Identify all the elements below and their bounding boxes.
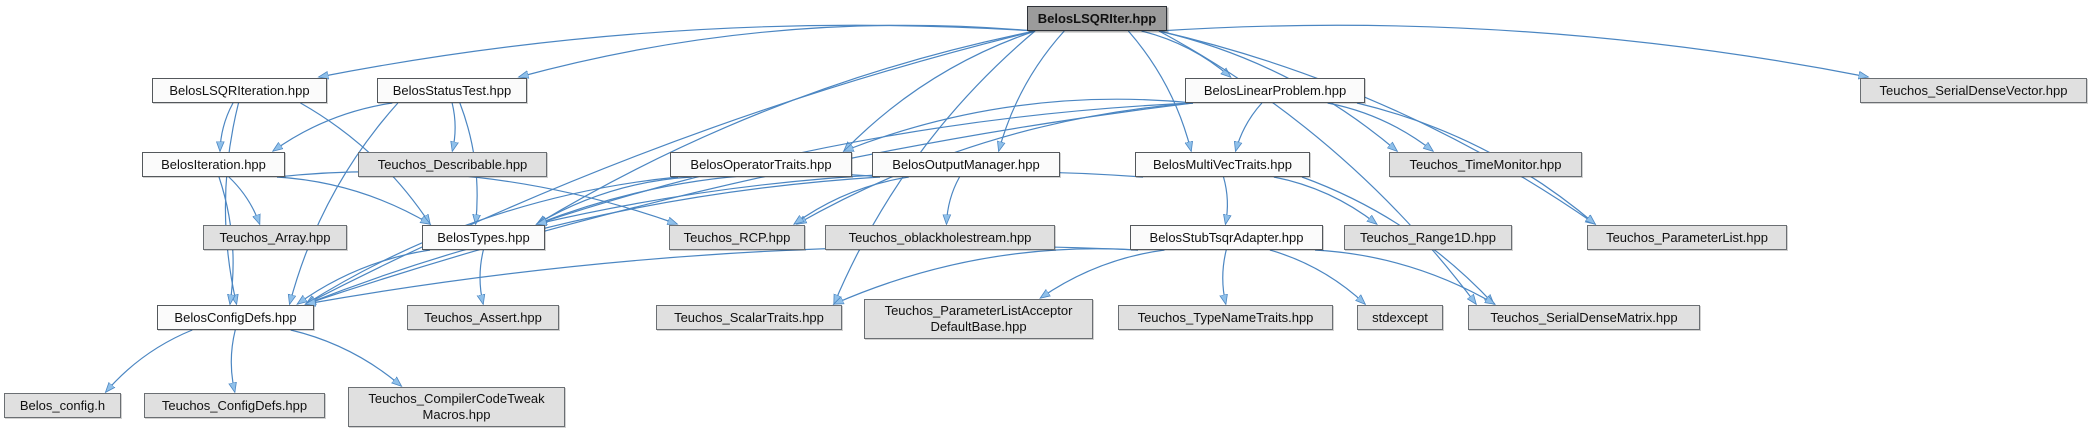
graph-node-belosstatustest-hpp[interactable]: BelosStatusTest.hpp [377,78,527,103]
include-edge-n3-n12 [537,102,1194,224]
include-edge-r-n12 [537,30,1036,224]
include-edge-n1-n18 [224,102,240,304]
include-edge-n15-n23 [1269,249,1365,304]
include-edge-r-n7 [844,30,1036,151]
include-edge-n15-n18 [306,245,1139,304]
include-edge-n12-n18 [298,249,431,304]
include-edge-r-n1 [319,24,1036,77]
graph-node-teuchos-configdefs-hpp: Teuchos_ConfigDefs.hpp [144,393,325,418]
graph-node-belosoutputmanager-hpp[interactable]: BelosOutputManager.hpp [872,152,1060,177]
include-edge-r-n4 [1158,24,1868,77]
include-edge-n9-n15 [1222,176,1228,224]
include-edge-n15-n20 [834,248,1139,304]
include-edge-r-n8 [999,30,1065,151]
include-edge-n2-n5 [273,102,393,151]
graph-node-belos-config-h: Belos_config.h [4,393,121,418]
include-edge-r-n3 [1141,30,1231,77]
graph-node-belostypes-hpp[interactable]: BelosTypes.hpp [422,225,545,250]
include-edge-n15-n24 [1314,249,1495,304]
include-edge-n2-n6 [452,102,455,151]
include-edge-n18-n27 [290,329,402,386]
include-edge-n5-n11 [228,176,260,224]
graph-node-teuchos-rcp-hpp: Teuchos_RCP.hpp [669,225,805,250]
include-edge-r-n10 [1158,30,1397,151]
include-edge-n8-n18 [306,176,881,304]
graph-node-teuchos-describable-hpp: Teuchos_Describable.hpp [358,152,547,177]
include-edge-r-n2 [519,24,1036,77]
include-edge-n3-n7 [844,98,1194,151]
graph-node-belosconfigdefs-hpp[interactable]: BelosConfigDefs.hpp [157,305,314,330]
graph-node-teuchos-parameterlistacceptor-defaultbase-hpp: Teuchos_ParameterListAcceptor DefaultBas… [864,299,1093,339]
include-edge-n1-n5 [220,102,234,151]
include-edge-r-n24 [1158,30,1476,304]
graph-node-teuchos-timemonitor-hpp: Teuchos_TimeMonitor.hpp [1389,152,1582,177]
include-edge-r-n17 [1158,30,1595,224]
graph-node-beloslinearproblem-hpp[interactable]: BelosLinearProblem.hpp [1185,78,1365,103]
include-edge-n8-n14 [947,176,961,224]
graph-node-teuchos-typenametraits-hpp: Teuchos_TypeNameTraits.hpp [1118,305,1333,330]
graph-node-teuchos-array-hpp: Teuchos_Array.hpp [203,225,347,250]
include-edge-n3-n10 [1327,102,1433,151]
graph-node-teuchos-serialdensevector-hpp: Teuchos_SerialDenseVector.hpp [1860,78,2087,103]
graph-root-node-beloslsqriter-hpp: BelosLSQRIter.hpp [1027,6,1167,31]
include-edge-n7-n12 [537,176,692,224]
graph-node-belosmultivectraits-hpp[interactable]: BelosMultiVecTraits.hpp [1135,152,1310,177]
graph-node-teuchos-parameterlist-hpp: Teuchos_ParameterList.hpp [1587,225,1787,250]
include-edge-n18-n25 [106,329,193,392]
include-edge-n15-n21 [1041,249,1165,298]
graph-node-belosstubtsqradapter-hpp[interactable]: BelosStubTsqrAdapter.hpp [1130,225,1323,250]
graph-node-stdexcept: stdexcept [1357,305,1443,330]
include-edge-n5-n12 [276,176,430,224]
graph-node-teuchos-compilercodetweak-macros-hpp: Teuchos_CompilerCodeTweak Macros.hpp [348,387,565,427]
include-edge-n3-n9 [1236,102,1263,151]
graph-node-beloslsqriteration-hpp[interactable]: BelosLSQRIteration.hpp [152,78,327,103]
include-edge-n5-n13 [276,171,677,224]
include-edge-r-n9 [1127,30,1191,151]
include-edge-n9-n16 [1273,176,1377,224]
graph-node-belosoperatortraits-hpp[interactable]: BelosOperatorTraits.hpp [670,152,852,177]
graph-node-teuchos-range1d-hpp: Teuchos_Range1D.hpp [1344,225,1512,250]
graph-node-teuchos-scalartraits-hpp: Teuchos_ScalarTraits.hpp [656,305,842,330]
include-edge-n3-n17 [1356,102,1595,224]
include-edge-n18-n26 [231,329,235,392]
include-edge-n7-n18 [306,176,679,304]
graph-node-teuchos-serialdensematrix-hpp: Teuchos_SerialDenseMatrix.hpp [1468,305,1700,330]
graph-node-belositeration-hpp[interactable]: BelosIteration.hpp [142,152,285,177]
include-edge-n3-n13 [797,102,1194,224]
graph-node-teuchos-assert-hpp: Teuchos_Assert.hpp [407,305,559,330]
include-edge-n15-n22 [1223,249,1226,304]
include-edge-n3-n18 [306,102,1194,304]
include-edge-n2-n18 [290,102,399,304]
graph-node-teuchos-oblackholestream-hpp: Teuchos_oblackholestream.hpp [825,225,1055,250]
include-edge-n8-n13 [794,176,909,224]
